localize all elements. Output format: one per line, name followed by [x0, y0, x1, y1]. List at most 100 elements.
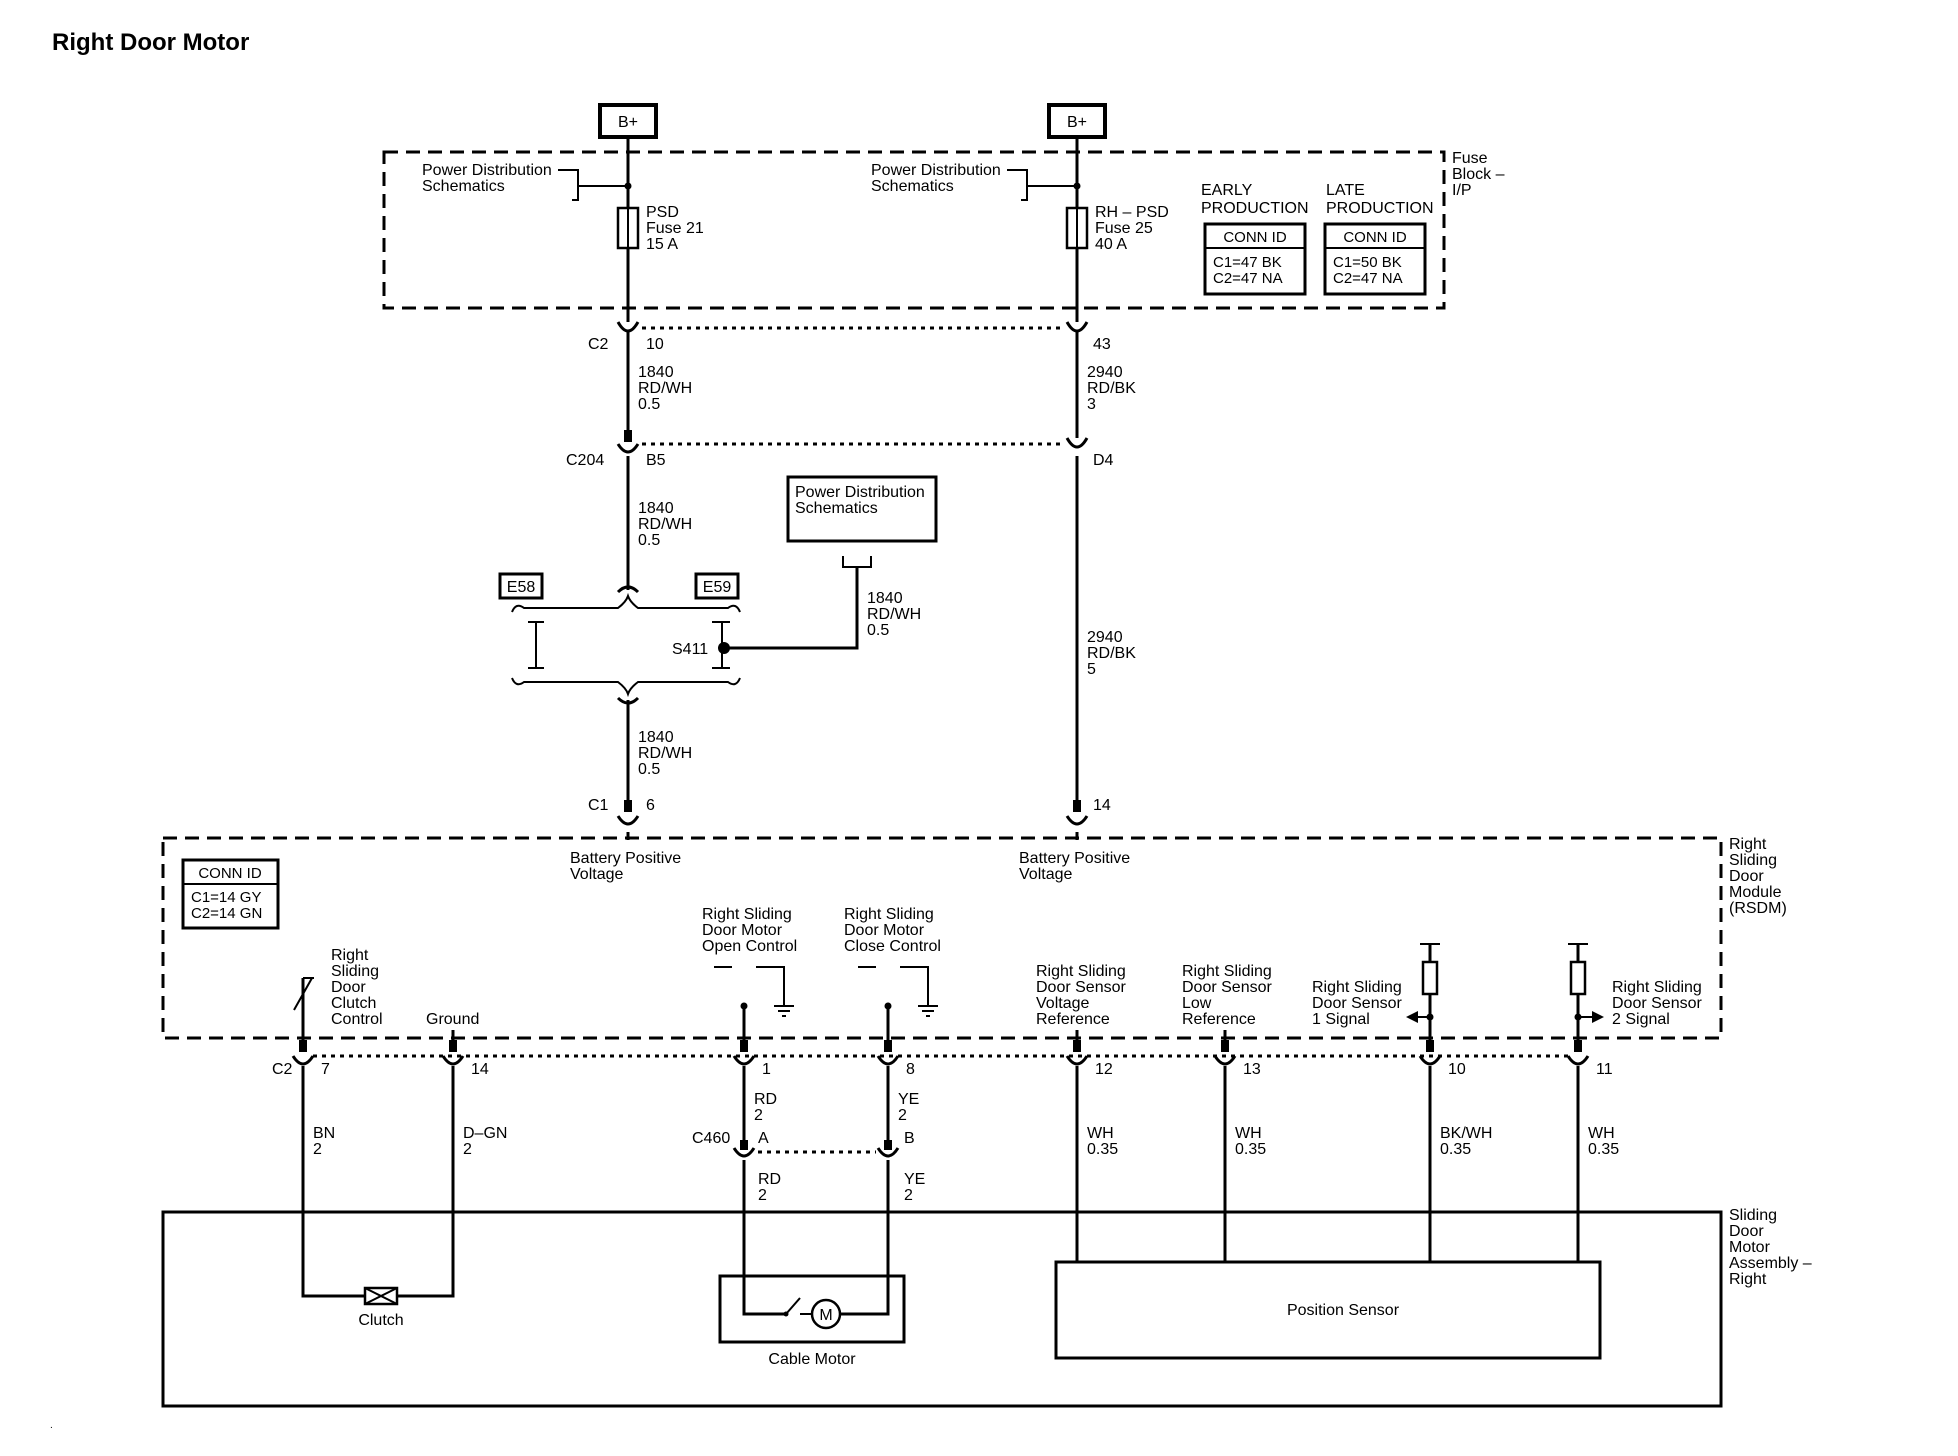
bpv-left-1: Battery Positive — [570, 850, 681, 867]
clutch-loop-wire — [301, 1215, 455, 1298]
junction-dot — [740, 1002, 748, 1010]
connector-c2-top: C2 10 43 — [588, 321, 1111, 353]
c460-pin-a: A — [758, 1130, 769, 1147]
pd-mid-label: Power Distribution Schematics — [795, 484, 929, 517]
w2940b-2: RD/BK — [1087, 645, 1136, 662]
rsdm-conn-id-box — [181, 858, 280, 930]
rsdm-label-3: Door — [1729, 868, 1764, 885]
cable-motor-switch-blade — [785, 1297, 801, 1315]
footer-mark: . — [50, 1420, 53, 1431]
c204-pin-b5: B5 — [646, 452, 666, 469]
fuse-25-label: RH – PSD Fuse 25 40 A — [1095, 204, 1173, 253]
close-control-label: Right Sliding Door Motor Close Control — [844, 906, 941, 955]
sensor-1-label: Right Sliding Door Sensor 1 Signal — [1312, 979, 1406, 1028]
fuse-25-label-1: RH – PSD — [1095, 204, 1169, 221]
wire-gauge: 2 — [463, 1141, 472, 1158]
e58-tag-box — [498, 572, 544, 600]
w1840c-3: 0.5 — [638, 761, 660, 778]
wire-color: WH — [1588, 1125, 1615, 1142]
cable-motor-box — [718, 1274, 906, 1344]
c460-name: C460 — [692, 1130, 730, 1147]
late-heading-1: LATE — [1326, 182, 1365, 199]
pd-ref-left-1: Power Distribution — [422, 162, 552, 179]
wire-gauge: 0.35 — [1087, 1141, 1118, 1158]
battery-label-left: B+ — [618, 114, 638, 131]
w2940b-1: 2940 — [1087, 629, 1123, 646]
c2-bottom-pin-10: 10 — [1448, 1061, 1466, 1078]
assembly-label-2: Door — [1729, 1223, 1764, 1240]
connector-pin-c204-b5 — [616, 443, 640, 454]
sens1-arrow — [1406, 1011, 1418, 1023]
c2-bottom-pin-13: 13 — [1243, 1061, 1261, 1078]
clutch-switch-blade — [293, 977, 313, 1011]
c460-b-2: 2 — [904, 1187, 913, 1204]
splice-s411-label: S411 — [672, 641, 708, 658]
connector-pin-c2-pin-13 — [1213, 1055, 1237, 1066]
e59-tag-box — [694, 572, 740, 600]
pd-ref-right-1: Power Distribution — [871, 162, 1001, 179]
sens-vref-1: Right Sliding — [1036, 963, 1126, 980]
rsdm-label-2: Sliding — [1729, 852, 1777, 869]
connector-pin-c2-pin-11 — [1566, 1055, 1590, 1066]
assembly-label-3: Motor — [1729, 1239, 1771, 1256]
wire-color: BK/WH — [1440, 1125, 1492, 1142]
connector-pin-c2-43 — [1065, 321, 1089, 333]
connector-pin-male — [1574, 1040, 1582, 1052]
fuse-21-label-2: Fuse 21 — [646, 220, 704, 237]
rsdm-label-1: Right — [1729, 836, 1767, 853]
connector-pin-c1-14 — [1065, 815, 1089, 826]
c460-b-1: YE — [904, 1171, 925, 1188]
rsdm-label: Right Sliding Door Module (RSDM) — [1729, 836, 1787, 917]
wire-1840-feed — [724, 567, 859, 650]
bpv-right-label: Battery Positive Voltage — [1019, 850, 1135, 883]
c1-pin-14: 14 — [1093, 797, 1111, 814]
fuse-21-label-1: PSD — [646, 204, 679, 221]
sensor-low-label: Right Sliding Door Sensor Low Reference — [1182, 963, 1276, 1028]
w1840a-2: RD/WH — [638, 380, 692, 397]
wire-break-top — [616, 585, 640, 594]
connector-pin-male — [1221, 1040, 1229, 1052]
bpv-right-2: Voltage — [1019, 866, 1072, 883]
clutch-ctrl-4: Clutch — [331, 995, 376, 1012]
w1840feed-3: 0.5 — [867, 622, 889, 639]
sens-low-1: Right Sliding — [1182, 963, 1272, 980]
c460-a-2: 2 — [758, 1187, 767, 1204]
connector-pin-c2-pin-12 — [1065, 1055, 1089, 1066]
pd-ref-left: Power Distribution Schematics — [422, 162, 556, 195]
rsdm-outline — [161, 836, 1723, 1040]
c460-below-a-label: RD 2 — [758, 1171, 786, 1204]
assembly-label: Sliding Door Motor Assembly – Right — [1729, 1207, 1816, 1288]
wire-2940-a-label: 2940 RD/BK 3 — [1087, 364, 1140, 413]
connector-pin-c2-pin-8 — [876, 1055, 900, 1066]
rsdm-conn-line-1: C1=14 GY — [191, 889, 261, 906]
e58-tag: E58 — [507, 579, 536, 596]
close-ctrl-1: Right Sliding — [844, 906, 934, 923]
wire-color: D–GN — [463, 1125, 507, 1142]
c460-a-1: RD — [758, 1171, 781, 1188]
connector-pin-c2-10 — [616, 321, 640, 333]
assembly-label-4: Assembly – — [1729, 1255, 1812, 1272]
early-heading-2: PRODUCTION — [1201, 200, 1309, 217]
wire-color: YE — [898, 1091, 919, 1108]
c2-bottom-pin-14: 14 — [471, 1061, 489, 1078]
clutch-coil-x2 — [364, 1287, 398, 1305]
position-sensor-label: Position Sensor — [1287, 1302, 1400, 1319]
wire-1840-c-label: 1840 RD/WH 0.5 — [638, 729, 697, 778]
connector-pin-c460-a — [732, 1147, 756, 1158]
late-conn-line-1: C1=50 BK — [1333, 254, 1402, 271]
sens-2-3: 2 Signal — [1612, 1011, 1670, 1028]
battery-box-right — [1047, 103, 1107, 139]
open-ctrl-1: Right Sliding — [702, 906, 792, 923]
c2-bottom-name: C2 — [272, 1061, 293, 1078]
fuse-block-label-3: I/P — [1452, 182, 1472, 199]
fuse-25-label-2: Fuse 25 — [1095, 220, 1153, 237]
connector-pin-male — [299, 1040, 307, 1052]
connector-pin-c1-6 — [616, 815, 640, 826]
